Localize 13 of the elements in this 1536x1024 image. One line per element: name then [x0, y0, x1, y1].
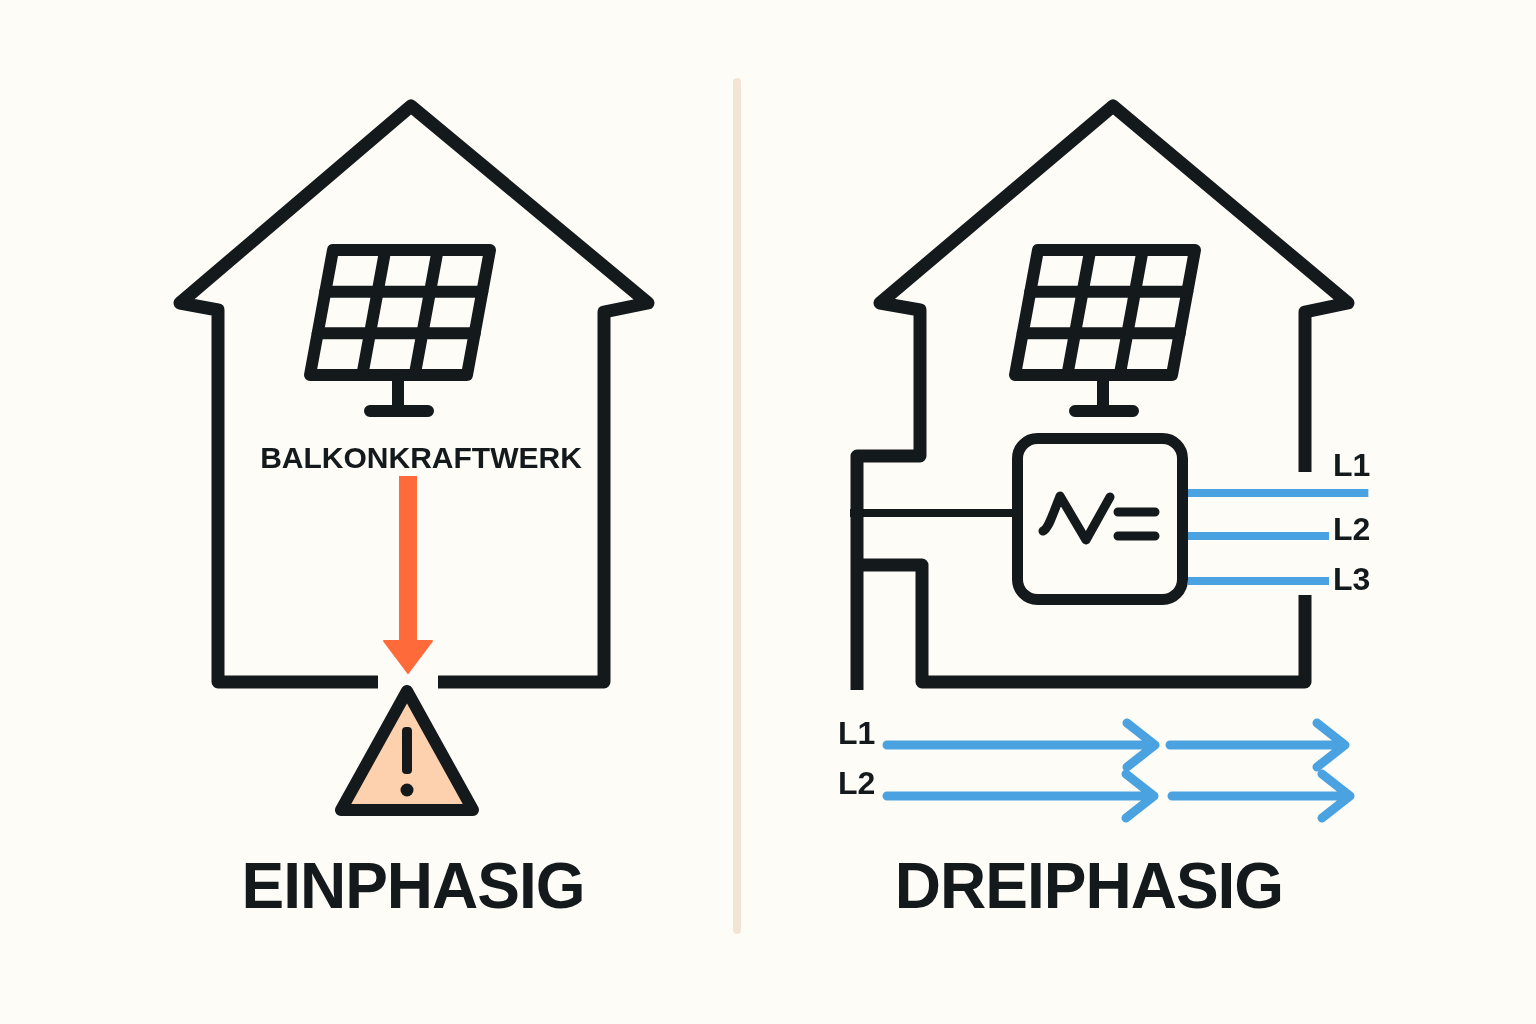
panel-heading: DREIPHASIG — [894, 854, 1284, 918]
warning-triangle — [333, 683, 481, 818]
phase-label: L2 — [838, 767, 876, 799]
phase-label: L1 — [1333, 449, 1371, 493]
phase-label: L1 — [838, 717, 876, 749]
phase-label: L3 — [1333, 563, 1371, 595]
house-outline — [173, 99, 655, 689]
device-label: BALKONKRAFTWERK — [260, 443, 582, 473]
phase-label: L2 — [1333, 513, 1371, 545]
wire-line — [850, 509, 1012, 517]
inverter-box — [1012, 433, 1188, 605]
arrow — [383, 476, 433, 674]
panel-heading: EINPHASIG — [241, 854, 585, 918]
